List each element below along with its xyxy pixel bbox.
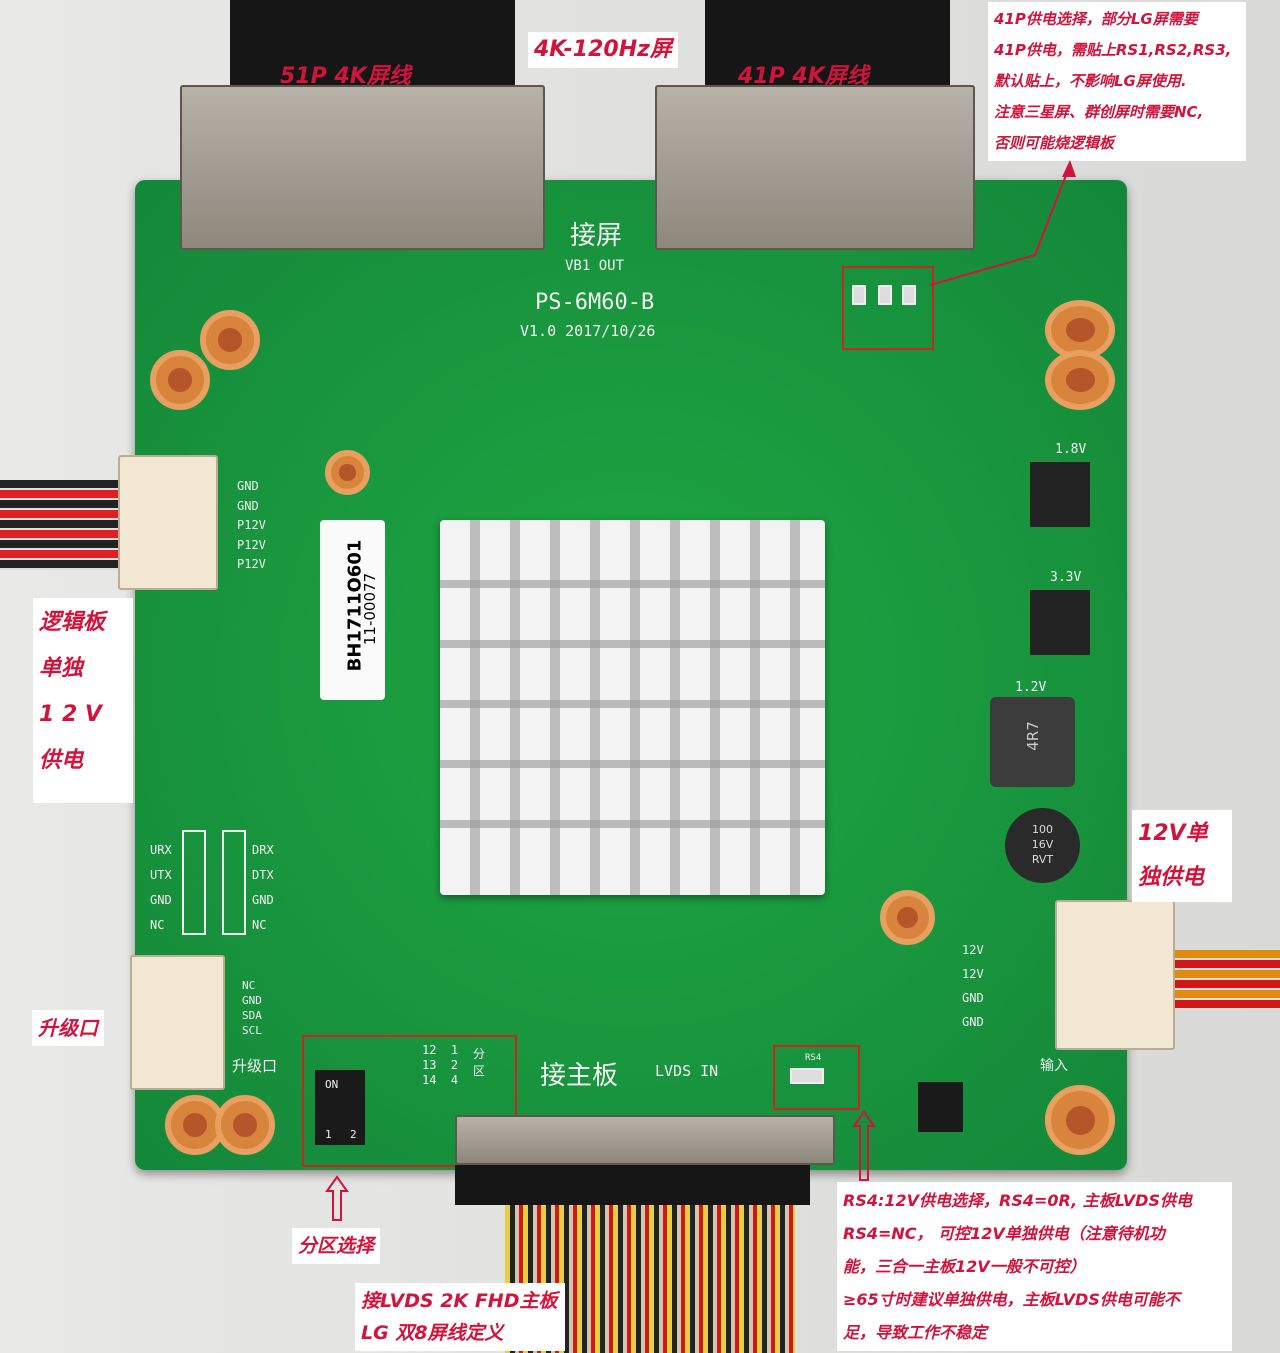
rs4-highlight	[773, 1045, 860, 1110]
uart-header-left	[182, 830, 206, 935]
mount-hole	[1045, 1085, 1115, 1155]
partition-switch-highlight	[302, 1035, 517, 1167]
dip-num-1: 1	[325, 1128, 332, 1141]
inductor: 4R7	[990, 697, 1075, 787]
cable-41p	[705, 0, 950, 100]
resistor-rs4	[790, 1068, 824, 1084]
rail-3v3: 3.3V	[1050, 570, 1082, 585]
mount-hole	[200, 310, 260, 370]
silk-out-cn: 接屏	[570, 221, 623, 251]
mount-hole	[1045, 300, 1115, 360]
rs1-rs3-highlight	[842, 266, 934, 350]
dip-switch	[315, 1070, 365, 1145]
power-connector-left	[118, 455, 218, 590]
serial-sticker: BH1711O601 11-00077	[320, 520, 385, 700]
mount-hole	[1045, 350, 1115, 410]
upgrade-connector	[130, 955, 225, 1090]
silk-vb1-out: VB1 OUT	[565, 258, 625, 274]
arrow-partition	[325, 1175, 349, 1221]
heatsink	[440, 520, 825, 895]
cable-51p	[230, 0, 515, 100]
switch-table: 12 1 13 2 14 4	[422, 1043, 459, 1087]
regulator-1v8	[1030, 462, 1090, 527]
dip-num-2: 2	[350, 1128, 357, 1141]
arrow-rs4	[852, 1110, 876, 1181]
sticker-line-2: 11-00077	[361, 572, 379, 646]
silk-lvds-in: LVDS IN	[655, 1062, 719, 1080]
mount-hole	[880, 890, 935, 945]
cable-41p-label: 41P 4K屏线	[738, 64, 869, 89]
silk-upgrade-label: 升级口	[232, 1057, 278, 1075]
uart-header-right	[222, 830, 246, 935]
regulator-3v3	[1030, 590, 1090, 655]
power-connector-right	[1055, 900, 1175, 1050]
silk-rs4: RS4	[805, 1053, 822, 1063]
silk-model: PS-6M60-B	[535, 290, 655, 315]
connector-51p	[180, 85, 545, 250]
wires-right	[1170, 950, 1280, 1010]
mount-hole	[150, 350, 210, 410]
wires-left	[0, 480, 130, 570]
resistor-rs3	[902, 285, 916, 305]
resistor-rs1	[852, 285, 866, 305]
note-4k-120hz: 4K-120Hz屏	[528, 32, 678, 68]
note-12v-power: 12V单独供电	[1132, 810, 1232, 902]
cable-51p-label: 51P 4K屏线	[280, 64, 411, 89]
connector-41p	[655, 85, 975, 250]
mount-hole	[325, 450, 370, 495]
power-right-label: 输入	[1040, 1058, 1068, 1074]
lvds-connector	[455, 1115, 835, 1165]
note-partition: 分区选择	[292, 1228, 381, 1264]
arrow-rs1-rs3	[929, 160, 1076, 286]
lvds-plug	[455, 1165, 810, 1205]
ic-chip	[918, 1082, 963, 1132]
mount-hole	[215, 1095, 275, 1155]
silk-version: V1.0 2017/10/26	[520, 322, 656, 340]
dip-on-label: ON	[325, 1078, 339, 1091]
rail-1v8: 1.8V	[1055, 442, 1087, 457]
silk-in-cn: 接主板	[540, 1061, 619, 1091]
resistor-rs2	[878, 285, 892, 305]
rail-1v2: 1.2V	[1015, 680, 1047, 695]
note-upgrade: 升级口	[32, 1010, 104, 1046]
switch-table-label: 分区	[473, 1047, 486, 1078]
